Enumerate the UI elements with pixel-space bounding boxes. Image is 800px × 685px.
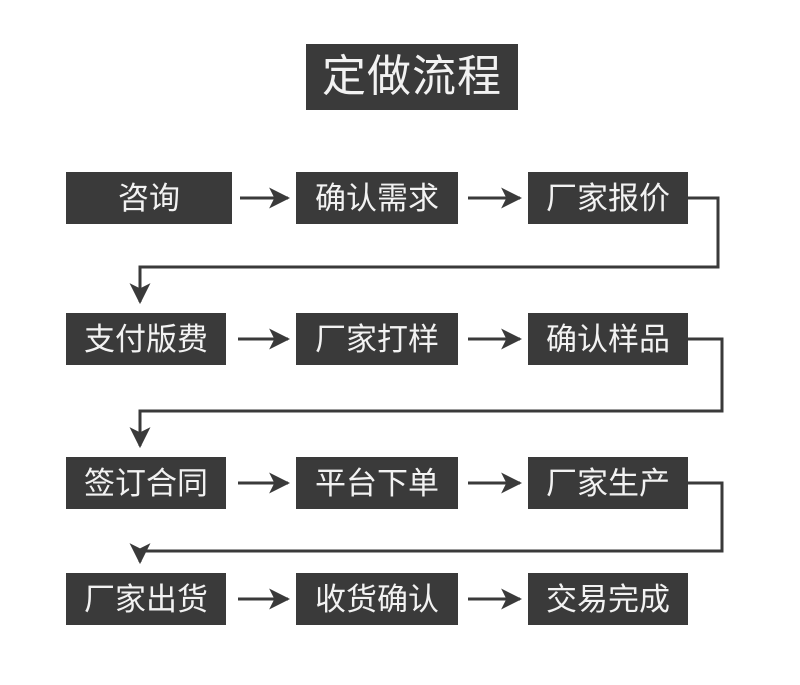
step-box-sign-contract[interactable]: 签订合同 xyxy=(66,457,226,509)
step-label: 支付版费 xyxy=(84,321,208,357)
step-label: 交易完成 xyxy=(546,581,670,617)
diagram-title-text: 定做流程 xyxy=(322,52,502,101)
step-box-factory-quote[interactable]: 厂家报价 xyxy=(528,172,688,224)
diagram-title: 定做流程 xyxy=(306,44,518,110)
step-label: 厂家报价 xyxy=(546,180,670,216)
step-label: 咨询 xyxy=(118,180,180,216)
step-label: 确认需求 xyxy=(315,180,439,216)
step-box-pay-plate-fee[interactable]: 支付版费 xyxy=(66,313,226,365)
step-label: 收货确认 xyxy=(315,581,439,617)
step-label: 平台下单 xyxy=(315,465,439,501)
step-box-consult[interactable]: 咨询 xyxy=(66,172,232,224)
step-label: 签订合同 xyxy=(84,465,208,501)
step-box-factory-shipment[interactable]: 厂家出货 xyxy=(66,573,226,625)
step-label: 确认样品 xyxy=(546,321,670,357)
step-label: 厂家打样 xyxy=(315,321,439,357)
step-box-platform-order[interactable]: 平台下单 xyxy=(296,457,458,509)
step-box-factory-production[interactable]: 厂家生产 xyxy=(528,457,688,509)
step-box-confirm-requirement[interactable]: 确认需求 xyxy=(296,172,458,224)
step-box-transaction-complete[interactable]: 交易完成 xyxy=(528,573,688,625)
step-box-confirm-receipt[interactable]: 收货确认 xyxy=(296,573,458,625)
step-box-confirm-sample[interactable]: 确认样品 xyxy=(528,313,688,365)
step-label: 厂家出货 xyxy=(84,581,208,617)
step-box-factory-sampling[interactable]: 厂家打样 xyxy=(296,313,458,365)
step-label: 厂家生产 xyxy=(546,465,670,501)
